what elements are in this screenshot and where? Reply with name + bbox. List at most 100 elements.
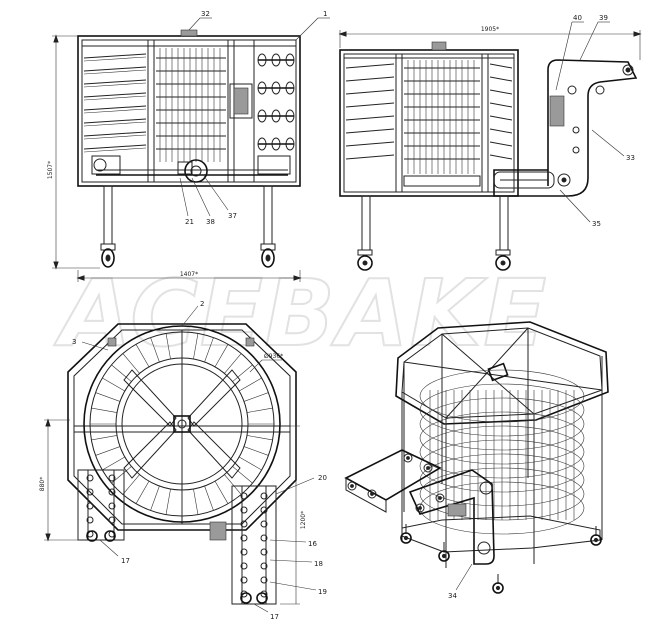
chain-roller (240, 576, 248, 584)
iso-roller (423, 463, 433, 473)
callout-1: 1 (323, 10, 327, 18)
infeed-conveyor-arm (493, 59, 638, 197)
chain-roller (260, 576, 268, 584)
drum-spoke (224, 353, 242, 374)
drum-spoke (214, 481, 229, 504)
chain-roller (86, 516, 94, 524)
isometric-view: 34 (344, 321, 609, 600)
iso-caster-wheel (438, 550, 450, 562)
chain-roller (86, 488, 94, 496)
chain-roller (108, 516, 116, 524)
side-tier-left (345, 102, 395, 108)
caster-right (260, 243, 276, 268)
tier-left (83, 144, 147, 150)
chain-roller (260, 562, 268, 570)
chain-roller (240, 520, 248, 528)
iso-roller (415, 503, 425, 513)
chain-roller (260, 548, 268, 556)
end-sprocket (256, 592, 268, 604)
side-tier-left (345, 63, 395, 69)
iso-caster-hub (441, 553, 447, 559)
caster-left (100, 243, 116, 268)
motor-block (233, 87, 249, 115)
drum-spoke (111, 466, 132, 484)
front-height-dimension: 1507* (47, 161, 54, 179)
side-tier-right (489, 102, 513, 108)
tier-left-edge (83, 95, 147, 101)
side-tier-left (345, 89, 395, 95)
iso-roller-hub (370, 492, 374, 496)
drum-spoke (111, 364, 132, 382)
tier-left-edge (83, 121, 147, 127)
tier-left (83, 53, 147, 59)
end-sprocket (104, 530, 116, 542)
side-tier-left (345, 141, 395, 147)
side-width-dimension: 1905* (481, 26, 499, 33)
top-bearing (180, 29, 198, 37)
drum-spoke (102, 456, 125, 471)
iso-caster-wheel (492, 582, 504, 594)
side-tier-right (489, 76, 513, 82)
iso-caster-wheel (400, 532, 412, 544)
tier-left-edge (83, 56, 147, 62)
iso-roller (367, 489, 377, 499)
iso-roller-hub (350, 484, 354, 488)
callout-34: 34 (448, 592, 457, 600)
drum-spoke (243, 392, 269, 402)
callout-3: 3 (72, 338, 76, 346)
drum-spoke (204, 485, 214, 511)
drum-spoke (122, 353, 140, 374)
callout-16: 16 (308, 540, 317, 548)
drum-spoke (165, 333, 171, 360)
chain-roller (108, 502, 116, 510)
callout-17-right: 17 (270, 613, 279, 621)
side-tier-right (489, 141, 513, 147)
side-view: 1905* 40 39 33 35 (338, 14, 642, 271)
drum-cross-arms (123, 369, 241, 479)
drum-spoke (95, 446, 121, 456)
end-sprocket (240, 592, 252, 604)
callout-21: 21 (185, 218, 194, 226)
side-tier-left (345, 128, 395, 134)
drum-spoke (150, 485, 160, 511)
iso-top-hub (487, 362, 509, 382)
top-view-motor (209, 521, 227, 541)
chain-roller (240, 534, 248, 542)
callout-20: 20 (318, 474, 327, 482)
side-tier-left (345, 115, 395, 121)
iso-infeed-arm (408, 469, 495, 565)
iso-roller-hub (426, 466, 430, 470)
iso-roller-hub (438, 496, 442, 500)
chain-roller (240, 492, 248, 500)
drum-spoke (204, 337, 214, 363)
front-view: 1507* 1407* 32 1 21 38 37 (47, 10, 330, 282)
chain-roller (260, 492, 268, 500)
chain-roller (86, 502, 94, 510)
drum-spoke (135, 481, 150, 504)
drum-spoke (193, 488, 199, 515)
iso-motor (447, 503, 467, 517)
drum-spoke (165, 488, 171, 515)
watermark-text: ACEBAKE (54, 260, 548, 367)
side-tier-right (489, 154, 513, 160)
tier-left-edge (83, 147, 147, 153)
drum-spoke (243, 446, 269, 456)
chain-roller (260, 590, 268, 598)
iso-caster-hub (593, 537, 599, 543)
drum-spoke (232, 466, 253, 484)
callout-37: 37 (228, 212, 237, 220)
callout-18: 18 (314, 560, 323, 568)
iso-caster-wheel (590, 534, 602, 546)
drum-spoke (102, 377, 125, 392)
iso-roller (347, 481, 357, 491)
drum-diameter-dimension: Ø936* (264, 353, 283, 360)
drum-spoke (232, 364, 253, 382)
chain-roller (240, 506, 248, 514)
iso-roller-hub (418, 506, 422, 510)
tier-left-edge (83, 82, 147, 88)
callout-17-left: 17 (121, 557, 130, 565)
end-sprocket (86, 530, 98, 542)
chain-roller (260, 506, 268, 514)
callout-40: 40 (573, 14, 582, 22)
